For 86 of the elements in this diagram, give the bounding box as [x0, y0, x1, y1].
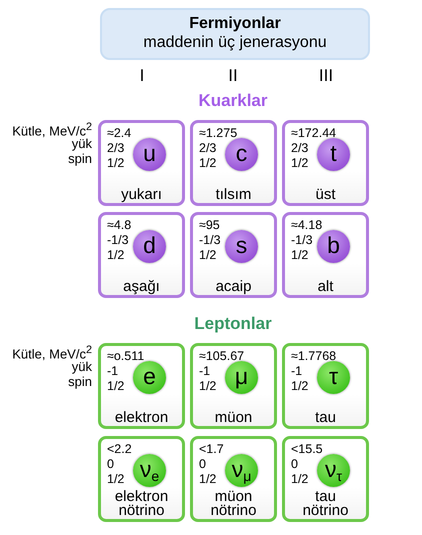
- particle-card: [282, 120, 369, 206]
- particle-card: [282, 436, 369, 522]
- mass-value: ≈172.44: [291, 126, 336, 141]
- particle-name: acaip: [214, 280, 252, 294]
- generation-numeral: III: [318, 66, 334, 86]
- charge-value: 0: [107, 457, 114, 472]
- particle-name: alt: [316, 280, 334, 294]
- particle-card: [190, 212, 277, 298]
- particle-card: [98, 212, 185, 298]
- particle-symbol-circle: s: [225, 230, 258, 263]
- charge-value: -1/3: [199, 233, 221, 248]
- spin-value: 1/2: [199, 156, 216, 171]
- particle-name: tılsım: [214, 188, 252, 202]
- charge-value: -1: [199, 364, 210, 379]
- particle-name: yukarı: [120, 188, 163, 202]
- particle-card: [190, 120, 277, 206]
- particle-symbol-circle: τ: [317, 361, 350, 394]
- row-label: Kütle, MeV/c$^{2}$: [12, 344, 92, 362]
- charge-value: -1/3: [107, 233, 129, 248]
- row-label: Kütle, MeV/c$^{2}$: [12, 121, 92, 138]
- mass-value: ≈2.4: [107, 126, 132, 141]
- charge-value: 2/3: [107, 141, 124, 156]
- mass-value: ≈105.67: [199, 349, 244, 364]
- mass-value: ≈o.511: [107, 349, 144, 364]
- particle-name: elektron: [114, 411, 170, 425]
- particle-symbol-circle: e: [133, 361, 166, 394]
- mass-value: ≈1.275: [199, 126, 238, 141]
- particle-symbol-circle: ν$_{e}$: [133, 454, 166, 487]
- particle-symbol-circle: ν$_{τ}$: [317, 454, 350, 487]
- spin-value: 1/2: [199, 472, 216, 487]
- spin-value: 1/2: [291, 379, 308, 394]
- particle-symbol-circle: ν$_{μ}$: [225, 454, 258, 487]
- mass-value: <1.7: [199, 442, 224, 457]
- particle-symbol-circle: b: [317, 230, 350, 263]
- row-label: yük: [72, 359, 92, 374]
- particle-name: üst: [314, 188, 336, 202]
- particle-card: [98, 120, 185, 206]
- group-heading: Kuarklar: [198, 91, 268, 111]
- spin-value: 1/2: [107, 472, 124, 487]
- charge-value: 0: [291, 457, 298, 472]
- charge-value: -1: [107, 364, 118, 379]
- title-box: [100, 8, 370, 60]
- charge-value: -1: [291, 364, 302, 379]
- particle-card: [98, 436, 185, 522]
- spin-value: 1/2: [199, 248, 216, 263]
- particle-symbol-circle: c: [225, 138, 258, 171]
- charge-value: 0: [199, 457, 206, 472]
- mass-value: <15.5: [291, 442, 323, 457]
- particle-symbol-circle: t: [317, 138, 350, 171]
- spin-value: 1/2: [107, 379, 124, 394]
- particle-card: [282, 212, 369, 298]
- particle-name: müon: [214, 411, 254, 425]
- particle-name: müon nötrino: [210, 490, 258, 518]
- row-label: spin: [68, 374, 92, 389]
- generation-numeral: II: [228, 66, 238, 86]
- particle-name: tau: [314, 411, 337, 425]
- spin-value: 1/2: [291, 472, 308, 487]
- particle-name: elektron nötrino: [114, 490, 170, 518]
- row-label: yük: [72, 136, 92, 151]
- generation-numeral: I: [140, 66, 144, 86]
- charge-value: -1/3: [291, 233, 313, 248]
- row-label: spin: [68, 151, 92, 166]
- particle-card: [282, 343, 369, 429]
- mass-value: ≈4.8: [107, 218, 132, 233]
- spin-value: 1/2: [199, 379, 216, 394]
- particle-card: [190, 343, 277, 429]
- spin-value: 1/2: [107, 156, 124, 171]
- particle-card: [98, 343, 185, 429]
- charge-value: 2/3: [291, 141, 308, 156]
- particle-card: [190, 436, 277, 522]
- heading: Fermiyonlar: [188, 15, 282, 33]
- spin-value: 1/2: [107, 248, 124, 263]
- group-heading: Leptonlar: [194, 314, 272, 334]
- mass-value: ≈95: [199, 218, 220, 233]
- particle-name: tau nötrino: [302, 490, 350, 518]
- particle-symbol-circle: μ: [225, 361, 258, 394]
- particle-name: aşağı: [122, 280, 161, 294]
- mass-value: ≈4.18: [291, 218, 322, 233]
- spin-value: 1/2: [291, 156, 308, 171]
- spin-value: 1/2: [291, 248, 308, 263]
- particle-symbol-circle: u: [133, 138, 166, 171]
- particle-symbol-circle: d: [133, 230, 166, 263]
- charge-value: 2/3: [199, 141, 216, 156]
- mass-value: <2.2: [107, 442, 132, 457]
- mass-value: ≈1.7768: [291, 349, 336, 364]
- subheading: maddenin üç jenerasyonu: [142, 34, 328, 52]
